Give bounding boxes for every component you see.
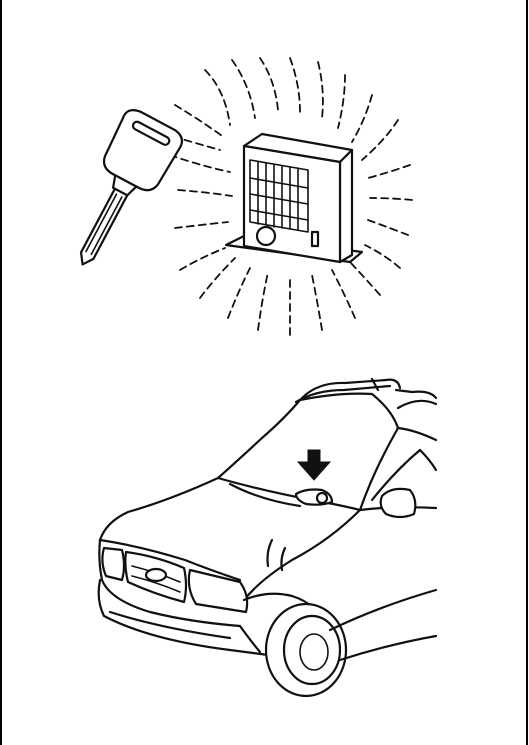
- antenna-indicator: [296, 450, 332, 505]
- vehicle-drawing: [99, 379, 436, 696]
- key-icon: [53, 106, 186, 279]
- heater-icon: [226, 134, 362, 262]
